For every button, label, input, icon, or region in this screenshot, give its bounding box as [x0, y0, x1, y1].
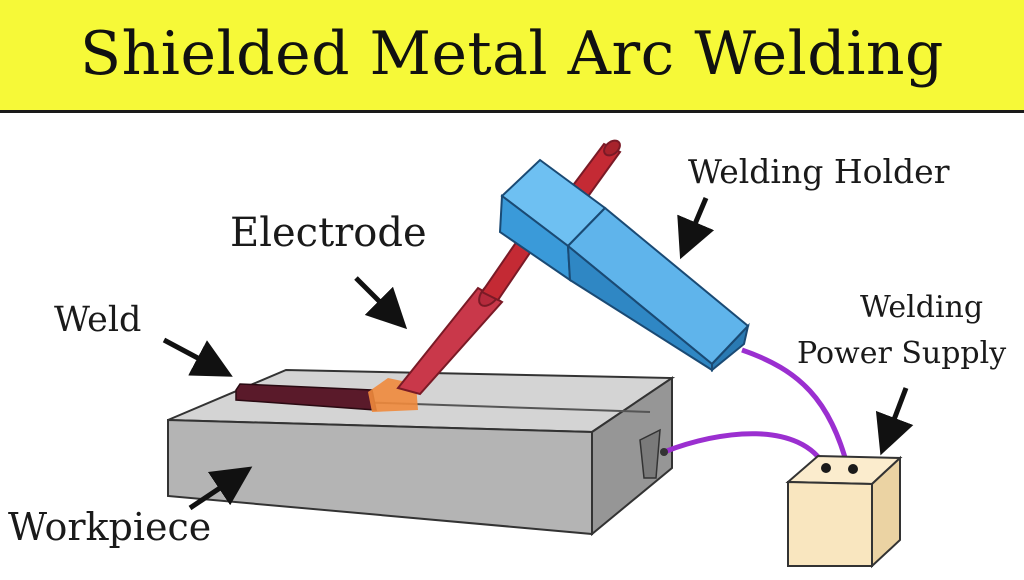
workpiece-cable — [663, 431, 829, 470]
electrode-tip — [603, 139, 621, 157]
workpiece-side-face — [591, 376, 673, 537]
power-supply-label-line1: Welding — [860, 290, 984, 325]
power-supply-terminal-2 — [848, 464, 858, 474]
electrode-coated-rod — [396, 286, 504, 396]
workpiece-label: Workpiece — [8, 505, 212, 549]
welding-holder — [498, 158, 750, 373]
workpiece-front-face — [167, 418, 593, 536]
power-supply-arrow — [875, 387, 914, 456]
workpiece — [167, 368, 676, 537]
workpiece-groove — [639, 428, 661, 479]
power-supply — [785, 454, 903, 569]
weld-arrow — [162, 337, 233, 377]
workpiece-arrow — [188, 466, 253, 511]
electrode-arrow — [354, 276, 408, 330]
power-supply-front — [787, 480, 873, 567]
workpiece-terminal — [660, 448, 668, 456]
holder-handle-end — [711, 322, 750, 373]
power-supply-side — [871, 455, 901, 569]
electrode-label: Electrode — [230, 210, 427, 256]
power-supply-label-line2: Power Supply — [797, 336, 1007, 371]
holder-cable — [741, 347, 851, 469]
holder-arrow — [677, 197, 715, 260]
title-banner: Shielded Metal Arc Welding — [0, 0, 1024, 113]
weld-label: Weld — [54, 300, 142, 340]
welding-holder-label: Welding Holder — [688, 152, 950, 191]
power-supply-terminal-1 — [821, 463, 831, 473]
page-title: Shielded Metal Arc Welding — [80, 19, 944, 89]
